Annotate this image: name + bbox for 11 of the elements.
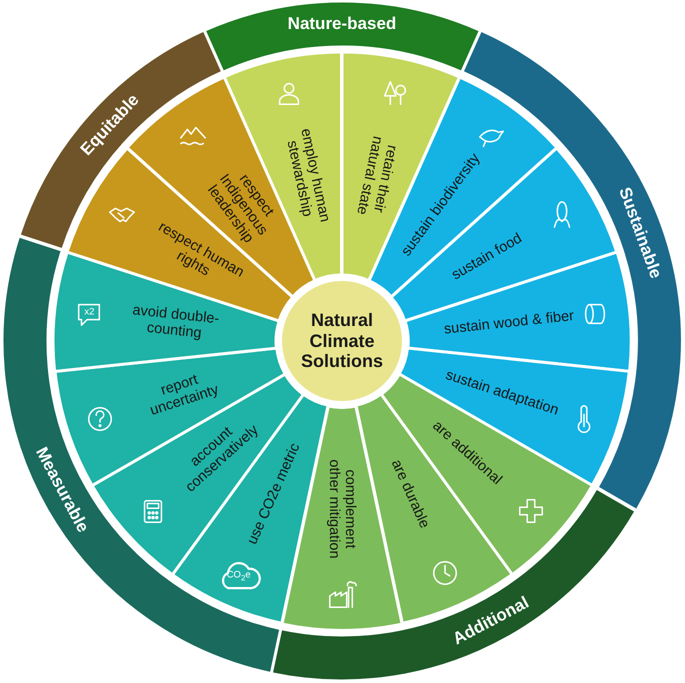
segment-label: sustain wood & fiber bbox=[442, 308, 576, 340]
icon-text: x2 bbox=[84, 306, 94, 318]
segment-label: complement other mitigation bbox=[326, 458, 358, 561]
category-label: Nature-based bbox=[288, 14, 396, 34]
center-title: Natural Climate Solutions bbox=[300, 310, 384, 372]
segment bbox=[380, 374, 592, 575]
segment-label: use CO2e metric bbox=[244, 441, 304, 550]
segment-label: employ human stewardship bbox=[282, 126, 334, 226]
segment-label: retain their natural state bbox=[352, 133, 401, 218]
segment-label: avoid double-counting bbox=[130, 302, 221, 344]
category-band bbox=[204, 1, 480, 72]
